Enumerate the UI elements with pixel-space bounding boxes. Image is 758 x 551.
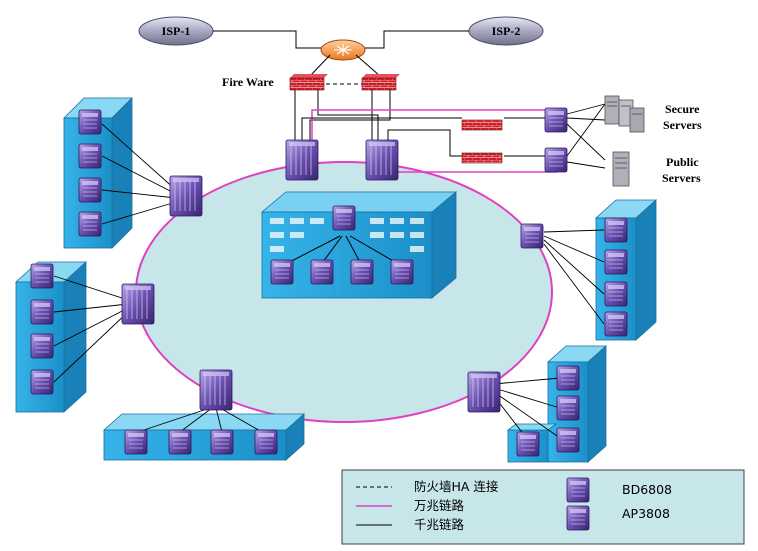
rack-right-middle-device-1 — [604, 217, 628, 243]
rack-left-middle-device-1 — [30, 263, 54, 289]
rack-bottom-right-device-2 — [556, 395, 580, 421]
firewall-label: Fire Ware — [222, 75, 274, 89]
dmz-switch-bottom — [544, 147, 568, 173]
legend-10g-label: 万兆链路 — [414, 498, 465, 513]
legend-ap3808-icon — [566, 505, 590, 531]
rack-bottom-right-links — [493, 377, 561, 441]
isp-links — [213, 30, 469, 49]
rack-right-middle-device-3 — [604, 281, 628, 307]
center-device-3 — [350, 259, 374, 285]
public-servers-label-1: Public — [666, 155, 699, 169]
core-switch-center — [332, 205, 356, 231]
rack-left-middle-device-3 — [30, 333, 54, 359]
rack-left-top-links — [101, 123, 177, 225]
rack-bottom-device-2 — [168, 429, 192, 455]
rack-left-top-device-2 — [78, 143, 102, 169]
dmz-server-links — [566, 103, 606, 169]
isp-2-label: ISP-2 — [492, 24, 521, 38]
secure-servers-label-1: Secure — [665, 102, 700, 116]
aggregation-bottom-left — [199, 369, 233, 411]
center-device-4 — [390, 259, 414, 285]
rack-left-top-device-4 — [78, 211, 102, 237]
aggregation-bottom-right — [467, 371, 501, 413]
rack-left-top-device-3 — [78, 177, 102, 203]
rack-right-middle-device-2 — [604, 249, 628, 275]
rack-bottom-device-1 — [124, 429, 148, 455]
center-device-2 — [310, 259, 334, 285]
aggregation-left-top — [169, 175, 203, 217]
router-firewall-links — [309, 54, 381, 77]
secure-servers-icon — [604, 95, 645, 133]
rack-left-top-device-1 — [78, 109, 102, 135]
legend-bd6808-label: BD6808 — [622, 482, 672, 497]
rack-bottom-right-device-1 — [556, 365, 580, 391]
legend-ap3808-label: AP3808 — [622, 506, 670, 521]
core-device-left — [285, 139, 319, 181]
rack-bottom-right-device-4 — [516, 431, 540, 457]
isp-2-cloud: ISP-2 — [468, 16, 544, 46]
rack-left-middle-device-2 — [30, 299, 54, 325]
rack-bottom-device-4 — [254, 429, 278, 455]
core-device-right — [365, 139, 399, 181]
aggregation-left-middle — [121, 283, 155, 325]
rack-bottom-device-3 — [210, 429, 234, 455]
legend-ha-label: 防火墙HA 连接 — [414, 479, 499, 494]
public-servers-label-2: Servers — [662, 171, 701, 185]
firewall-core-links — [294, 90, 391, 140]
firewall-left — [289, 74, 328, 91]
rack-left-middle-links — [53, 275, 129, 383]
aggregation-right-middle — [520, 223, 544, 249]
isp-1-cloud: ISP-1 — [138, 16, 214, 46]
firewall-right — [361, 74, 400, 91]
central-links — [281, 235, 403, 267]
legend-bd6808-icon — [566, 477, 590, 503]
public-servers-icon — [612, 151, 630, 187]
router-icon — [320, 39, 366, 61]
isp-1-label: ISP-1 — [162, 24, 191, 38]
rack-left-middle-device-4 — [30, 369, 54, 395]
center-device-1 — [270, 259, 294, 285]
dmz-firewall-bottom — [461, 152, 503, 164]
rack-right-middle-device-4 — [604, 311, 628, 337]
dmz-switch-top — [544, 107, 568, 133]
rack-bottom-left-links — [137, 407, 263, 433]
rack-bottom-right-device-3 — [556, 427, 580, 453]
legend-1g-label: 千兆链路 — [414, 517, 465, 532]
secure-servers-label-2: Servers — [663, 118, 702, 132]
legend: 防火墙HA 连接 万兆链路 千兆链路 BD6808 AP3808 — [341, 469, 745, 545]
gig-dmz-links — [301, 117, 548, 157]
dmz-firewall-top — [461, 119, 503, 131]
rack-right-middle-links — [543, 229, 605, 325]
